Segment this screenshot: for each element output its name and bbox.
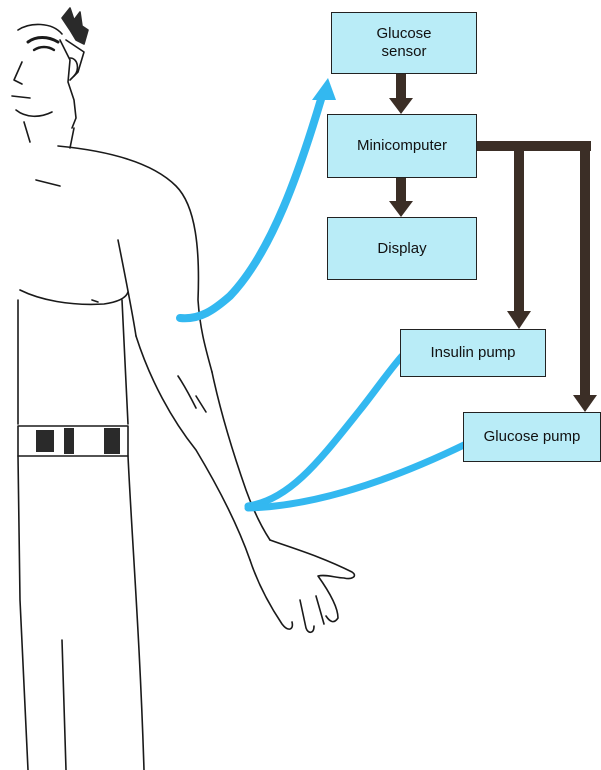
human-figure-illustration xyxy=(12,8,354,770)
arrow-sensor-to-minicomputer-head xyxy=(389,98,413,114)
hand xyxy=(250,540,354,632)
elbow-crease xyxy=(178,376,196,408)
belt-loop-2 xyxy=(104,428,120,454)
arrow-sensor-to-minicomputer-shaft xyxy=(396,74,406,102)
arrow-to-insulin-pump-shaft xyxy=(514,151,524,313)
eye xyxy=(34,47,54,50)
arrow-to-glucose-pump-head xyxy=(573,395,597,412)
arrow-bus-horizontal xyxy=(477,141,591,151)
tube-wrist-to-glucose-pump xyxy=(248,444,466,508)
brow xyxy=(28,38,58,43)
trouser-outer-left xyxy=(18,456,28,770)
arrow-minicomputer-to-display-shaft xyxy=(396,178,406,204)
arrow-to-glucose-pump-shaft xyxy=(580,151,590,397)
shoulder-line xyxy=(58,146,212,372)
armpit-inner xyxy=(118,240,136,336)
torso-side xyxy=(122,300,128,424)
arrow-minicomputer-to-display-head xyxy=(389,201,413,217)
tube-arrowhead-sensor xyxy=(312,78,336,100)
neck-front xyxy=(24,122,30,142)
nipple xyxy=(92,300,98,302)
minicomputer-label: Minicomputer xyxy=(357,137,447,155)
mouth xyxy=(12,96,30,98)
forearm-outer xyxy=(212,372,270,540)
trouser-crease xyxy=(62,640,66,770)
ear xyxy=(70,58,77,76)
chin xyxy=(16,110,52,116)
trouser-outer-right xyxy=(128,456,144,770)
forearm-detail xyxy=(196,396,206,412)
glucose-pump-label: Glucose pump xyxy=(484,428,581,446)
tube-arm-to-sensor xyxy=(180,96,322,318)
glucose-sensor-label: Glucose sensor xyxy=(376,25,431,61)
belt-loop-1 xyxy=(64,428,74,454)
glucose-pump-box: Glucose pump xyxy=(463,412,601,462)
chest-line xyxy=(20,290,128,304)
display-box: Display xyxy=(327,217,477,280)
collarbone xyxy=(36,180,60,186)
arrow-to-insulin-pump-head xyxy=(507,311,531,329)
minicomputer-box: Minicomputer xyxy=(327,114,477,178)
belt-buckle xyxy=(36,430,54,452)
insulin-pump-label: Insulin pump xyxy=(430,344,515,362)
hair-tuft xyxy=(62,8,88,44)
insulin-pump-box: Insulin pump xyxy=(400,329,546,377)
nose xyxy=(14,62,22,84)
display-label: Display xyxy=(377,240,426,258)
glucose-sensor-box: Glucose sensor xyxy=(331,12,477,74)
neck-back xyxy=(70,128,74,148)
